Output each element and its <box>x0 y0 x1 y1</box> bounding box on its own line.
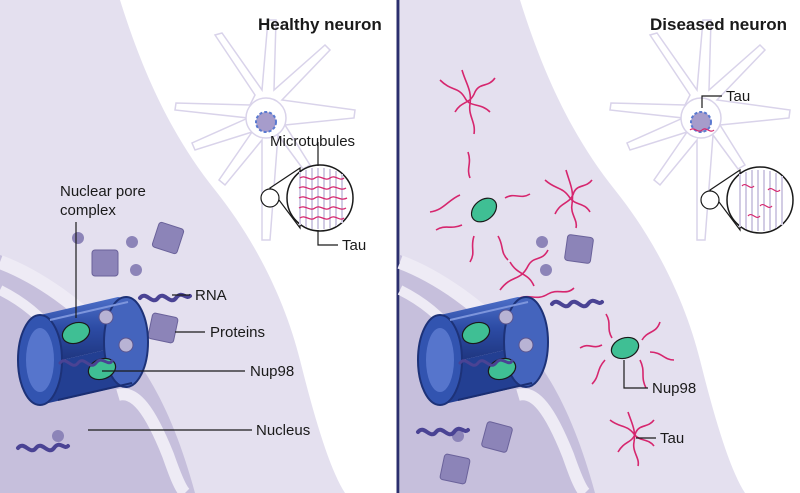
nup98-right-label: Nup98 <box>652 380 696 397</box>
healthy-panel: Healthy neuron Microtubules Tau Nuclear … <box>0 0 396 493</box>
diseased-nup98-aggregate-lower <box>610 336 640 360</box>
nuclear-pore-label-line2: complex <box>60 202 116 219</box>
microtubules-label: Microtubules <box>270 133 355 150</box>
diseased-tau-tangles <box>429 69 675 467</box>
tau-leader <box>317 230 338 246</box>
tau-top-leader <box>701 95 722 108</box>
healthy-neuron-nucleus <box>255 111 277 133</box>
healthy-nuclear-pore <box>17 296 149 406</box>
diseased-microtubule-zoom <box>700 166 794 234</box>
rna-label: RNA <box>195 287 227 304</box>
diseased-title: Diseased neuron <box>650 15 787 34</box>
nucleus-label: Nucleus <box>256 422 310 439</box>
healthy-title: Healthy neuron <box>258 15 382 34</box>
tau-label: Tau <box>342 237 366 254</box>
healthy-membrane-fold-lower <box>116 388 190 493</box>
nuclear-pore-label-line1: Nuclear pore <box>60 183 146 200</box>
tau-top-label: Tau <box>726 88 750 105</box>
nup98-right-leader <box>623 360 648 389</box>
diseased-nuclear-pore <box>417 296 549 406</box>
diseased-nup98-aggregate-upper <box>470 197 498 223</box>
diseased-neuron-nucleus <box>690 111 712 133</box>
diseased-neuron-tau <box>689 128 715 132</box>
tau-bottom-label: Tau <box>660 430 684 447</box>
proteins-label: Proteins <box>210 324 265 341</box>
diseased-panel: Diseased neuron Tau Nup98 Tau <box>397 0 800 493</box>
healthy-microtubule-zoom <box>260 164 354 232</box>
diseased-membrane-fold-lower <box>516 388 590 493</box>
nup98-label: Nup98 <box>250 363 294 380</box>
